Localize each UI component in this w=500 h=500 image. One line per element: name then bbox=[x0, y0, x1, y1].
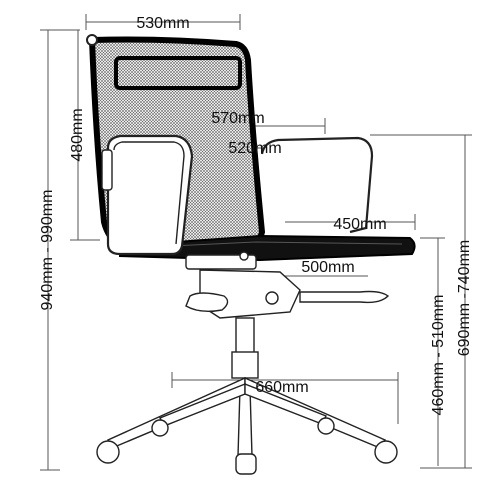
label-arm-width-outer: 570mm bbox=[211, 110, 264, 127]
label-back-height: 480mm bbox=[69, 108, 86, 161]
chair-mechanism bbox=[185, 251, 390, 319]
label-seat-height: 460mm - 510mm bbox=[430, 295, 447, 416]
caster-front-left bbox=[96, 440, 120, 464]
label-overall-height: 940mm - 990mm bbox=[39, 190, 56, 311]
gas-cylinder bbox=[231, 317, 259, 379]
casters bbox=[96, 417, 398, 475]
star-base bbox=[107, 376, 387, 457]
caster-rear-right bbox=[317, 417, 335, 435]
armrest-left bbox=[101, 134, 194, 256]
dimension-labels: 530mm 940mm - 990mm 480mm 570mm 520mm 45… bbox=[39, 15, 473, 415]
label-seat-depth: 450mm bbox=[333, 216, 386, 233]
label-seat-width: 500mm bbox=[301, 259, 354, 276]
caster-front-right bbox=[374, 440, 398, 464]
caster-front-center bbox=[235, 453, 257, 475]
armrest-right bbox=[260, 136, 374, 234]
label-base-diameter: 660mm bbox=[255, 379, 308, 396]
label-top-width: 530mm bbox=[136, 15, 189, 32]
label-arm-width-inner: 520mm bbox=[228, 140, 281, 157]
chair-seat bbox=[119, 234, 416, 262]
label-arm-height: 690mm -740mm bbox=[456, 240, 473, 356]
caster-rear-left bbox=[151, 419, 169, 437]
